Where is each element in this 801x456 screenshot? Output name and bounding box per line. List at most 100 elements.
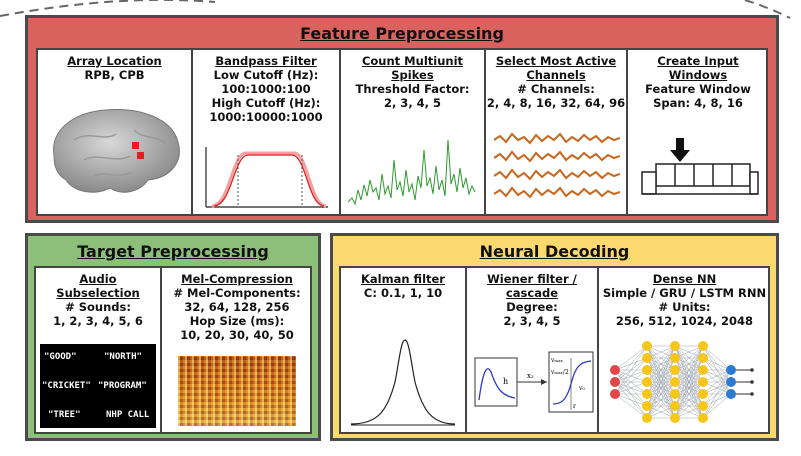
nn-edge <box>646 345 676 359</box>
nn-node <box>642 389 652 399</box>
array-location-value: RPB, CPB <box>84 68 145 82</box>
nn-node <box>698 365 708 375</box>
h-label: h <box>503 377 508 386</box>
feature-preprocessing-panel: Feature Preprocessing Array Location RPB… <box>25 15 779 223</box>
nn-edge <box>614 381 648 395</box>
nn-node <box>670 401 680 411</box>
select-channels-line: 2, 4, 8, 16, 32, 64, 96 <box>486 96 626 110</box>
nn-edge <box>702 369 732 419</box>
dense-nn-title: Dense NN <box>652 272 717 286</box>
neural-network-diagram <box>610 341 754 423</box>
kalman-title: Kalman filter <box>361 272 445 286</box>
mel-line: 32, 64, 128, 256 <box>184 300 290 314</box>
spike-trace <box>348 139 476 206</box>
kalman-line: C: 0.1, 1, 10 <box>363 286 443 300</box>
count-spikes-title: Spikes <box>391 68 434 82</box>
divider <box>484 48 486 216</box>
nn-edge <box>614 345 648 395</box>
gaussian-curve <box>350 339 456 426</box>
nn-output-dot <box>750 392 754 396</box>
wiener-cascade-diagram: h x₂ vₘₐₓ vₘₐₓ/2 v₀ r <box>474 351 594 413</box>
nn-node <box>610 389 620 399</box>
nn-edge <box>674 393 704 419</box>
nn-node <box>726 377 736 387</box>
divider <box>626 48 628 216</box>
nn-node <box>642 341 652 351</box>
sound-tree: "TREE" <box>48 410 81 420</box>
nn-node <box>670 353 680 363</box>
down-arrow-icon <box>670 150 690 162</box>
count-spikes-card: Count Multiunit Spikes Threshold Factor:… <box>341 54 484 110</box>
nn-edge <box>646 345 676 407</box>
x2-label: x₂ <box>527 372 534 380</box>
nn-edge <box>646 357 676 419</box>
select-channels-title: Channels <box>526 68 586 82</box>
mel-compression-card: Mel-Compression # Mel-Components: 32, 64… <box>162 272 312 342</box>
dense-nn-line: Simple / GRU / LSTM RNN <box>602 286 767 300</box>
nn-edge <box>674 405 704 419</box>
sound-cricket: "CRICKET" <box>42 381 91 391</box>
nn-node <box>698 353 708 363</box>
nn-node <box>726 365 736 375</box>
nn-output-dot <box>750 368 754 372</box>
dashed-connector-arc <box>0 0 791 19</box>
bandpass-line: 1000:10000:1000 <box>209 110 323 124</box>
feature-preprocessing-title: Feature Preprocessing <box>300 24 504 43</box>
nn-node <box>670 377 680 387</box>
nn-edge <box>674 345 704 383</box>
select-channels-title: Select Most Active <box>495 54 617 68</box>
nn-node <box>642 401 652 411</box>
nn-edge <box>646 345 676 383</box>
bandpass-response-plot <box>205 147 328 208</box>
sound-list-box: "GOOD" "NORTH" "CRICKET" "PROGRAM" "TREE… <box>40 344 156 428</box>
nn-edge <box>646 345 676 371</box>
bandpass-line: High Cutoff (Hz): <box>211 96 321 110</box>
nn-node <box>642 353 652 363</box>
nn-edge <box>702 381 732 419</box>
array-location-title: Array Location <box>67 54 162 68</box>
vmax2-label: vₘₐₓ/2 <box>550 369 569 376</box>
bandpass-line: 100:1000:100 <box>221 82 311 96</box>
nn-node <box>698 389 708 399</box>
input-windows-title: Windows <box>668 68 728 82</box>
select-channels-card: Select Most Active Channels # Channels: … <box>486 54 626 110</box>
count-spikes-line: Threshold Factor: <box>355 82 470 96</box>
audio-line: 1, 2, 3, 4, 5, 6 <box>53 314 143 328</box>
nn-edge <box>646 381 676 419</box>
audio-subselection-title: Subselection <box>56 286 140 300</box>
nn-edge <box>614 369 648 395</box>
target-preprocessing-title: Target Preprocessing <box>77 242 269 261</box>
nn-edge <box>702 369 732 383</box>
nn-node <box>642 413 652 423</box>
nn-edge <box>702 345 732 371</box>
nn-edge <box>646 405 676 419</box>
nn-edge <box>614 345 648 371</box>
divider <box>339 48 341 216</box>
nn-edge <box>674 345 704 395</box>
mel-line: # Mel-Components: <box>173 286 301 300</box>
wiener-line: 2, 3, 4, 5 <box>503 314 561 328</box>
nn-node <box>670 341 680 351</box>
sound-good: "GOOD" <box>44 352 77 362</box>
brain-illustration <box>53 109 180 193</box>
array-location-card: Array Location RPB, CPB <box>38 54 191 82</box>
nn-edge <box>674 357 704 419</box>
nn-node <box>642 377 652 387</box>
wiener-title: Wiener filter / <box>487 272 577 286</box>
bandpass-filter-card: Bandpass Filter Low Cutoff (Hz): 100:100… <box>193 54 339 124</box>
nn-edge <box>674 381 704 419</box>
dense-nn-line: 256, 512, 1024, 2048 <box>615 314 754 328</box>
audio-line: # Sounds: <box>65 300 131 314</box>
wiener-line: Degree: <box>506 300 558 314</box>
divider <box>597 266 599 434</box>
nn-edge <box>702 369 732 407</box>
sound-program: "PROGRAM" <box>98 381 147 391</box>
input-windows-line: Feature Window <box>645 82 751 96</box>
dense-nn-card: Dense NN Simple / GRU / LSTM RNN # Units… <box>599 272 770 328</box>
vmax-label: vₘₐₓ <box>550 357 563 364</box>
input-windows-line: Span: 4, 8, 16 <box>653 96 743 110</box>
nn-node <box>610 365 620 375</box>
input-windows-card: Create Input Windows Feature Window Span… <box>628 54 768 110</box>
window-diagram <box>641 138 759 195</box>
nn-node <box>610 377 620 387</box>
